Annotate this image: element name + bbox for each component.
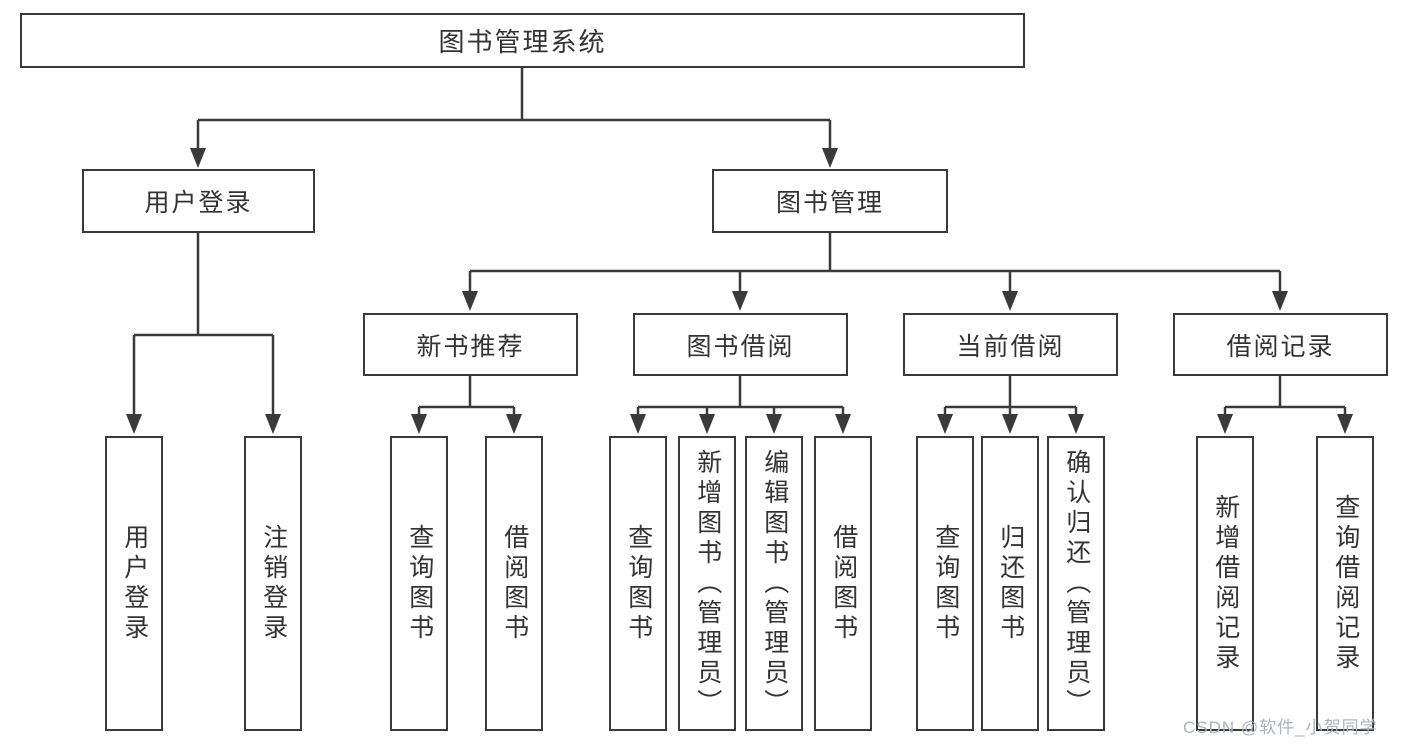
- connector-shafts: [132, 68, 1347, 416]
- node-borrowing-records: 借阅记录: [1173, 313, 1388, 376]
- leaf-edit-book-admin: 编辑图书（管理员）: [745, 436, 803, 731]
- leaf-add-borrow-record: 新增借阅记录: [1196, 436, 1254, 731]
- node-library-system: 图书管理系统: [20, 13, 1025, 68]
- leaf-query-borrow-record: 查询借阅记录: [1316, 436, 1374, 731]
- node-current-borrowing: 当前借阅: [903, 313, 1118, 376]
- leaf-return-books: 归还图书: [981, 436, 1039, 731]
- node-book-borrowing: 图书借阅: [633, 313, 848, 376]
- leaf-add-book-admin: 新增图书（管理员）: [678, 436, 736, 731]
- leaf-borrow-books-borrowing: 借阅图书: [814, 436, 872, 731]
- leaf-query-books-recommend: 查询图书: [390, 436, 448, 731]
- leaf-logout-login: 注销登录: [244, 436, 302, 731]
- node-new-book-recommend: 新书推荐: [363, 313, 578, 376]
- leaf-query-books-current: 查询图书: [916, 436, 974, 731]
- leaf-borrow-books-recommend: 借阅图书: [485, 436, 543, 731]
- leaf-user-login: 用户登录: [105, 436, 163, 731]
- node-book-management: 图书管理: [712, 169, 948, 233]
- csdn-watermark: CSDN @软件_小贺同学: [1183, 718, 1378, 737]
- leaf-query-books-borrowing: 查询图书: [609, 436, 667, 731]
- connector-arrowheads: [126, 148, 1353, 434]
- node-user-login: 用户登录: [82, 169, 315, 233]
- leaf-confirm-return-admin: 确认归还（管理员）: [1047, 436, 1105, 731]
